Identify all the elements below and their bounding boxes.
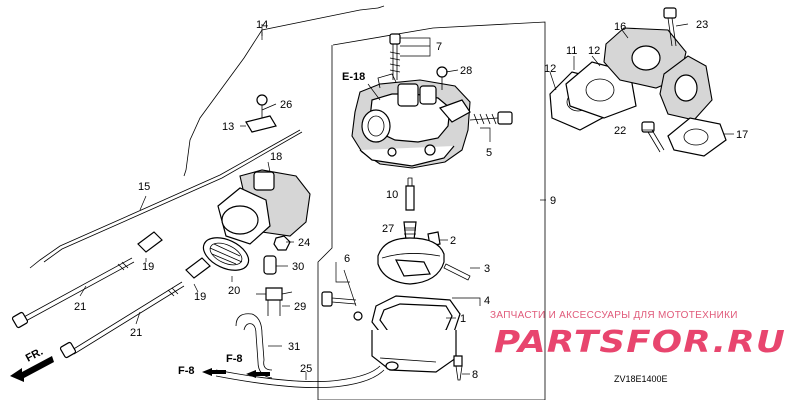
ref-e18: E-18: [342, 71, 365, 83]
callout-9: 9: [550, 195, 556, 207]
callout-numbers: 1 2 3 4 5 6 7 8 9 10 11 12 12 13 14 15 1…: [74, 19, 748, 381]
pilot-screw-7: [389, 33, 401, 80]
air-filter-20: [202, 237, 250, 271]
bolt-21a: [11, 257, 135, 329]
bolt-21b: [59, 281, 185, 359]
callout-11: 11: [566, 45, 577, 57]
main-jet-10: [405, 177, 415, 211]
throttle-stop-screw-5: [469, 111, 513, 125]
callout-31: 31: [288, 341, 300, 353]
callout-12a: 12: [588, 45, 600, 57]
tube-joint-29: [256, 287, 293, 316]
callout-8: 8: [472, 369, 478, 381]
callout-3: 3: [484, 263, 490, 275]
carburetor-body: [351, 73, 471, 169]
callout-16: 16: [614, 21, 626, 33]
watermark-brand: PARTSFOR.RU: [494, 325, 786, 360]
diagram-code: ZV18E1400E: [614, 374, 668, 384]
callout-23: 23: [696, 19, 708, 31]
drain-screw-8: [453, 355, 463, 381]
callout-1: 1: [460, 313, 466, 325]
callout-21a: 21: [74, 301, 86, 313]
collar-19b: [185, 257, 211, 279]
callout-7: 7: [436, 41, 442, 53]
callout-22: 22: [614, 125, 626, 137]
callout-12b: 12: [544, 63, 556, 75]
ref-f8-left: F-8: [226, 353, 243, 365]
callout-19a: 19: [142, 261, 154, 273]
callout-15: 15: [138, 181, 150, 193]
screw-set-6: [321, 291, 363, 321]
collar-30: [263, 255, 277, 275]
callout-30: 30: [292, 261, 304, 273]
callout-28: 28: [460, 65, 472, 77]
bolt-22: [641, 121, 665, 153]
watermark-caption: ЗАПЧАСТИ И АКСЕССУАРЫ ДЛЯ МОТОТЕХНИКИ: [490, 310, 738, 321]
float-chamber-4: [371, 295, 461, 373]
callout-27: 27: [382, 223, 394, 235]
callout-5: 5: [486, 147, 492, 159]
breather-tube-31: [235, 313, 273, 379]
callout-29: 29: [294, 301, 306, 313]
intake-pipe: [659, 55, 713, 121]
carburetor-assembly-outline: [317, 21, 546, 400]
nut-24: [273, 235, 291, 251]
callout-14: 14: [256, 19, 268, 31]
bolt-23: [663, 7, 677, 47]
gasket-17: [667, 117, 727, 157]
air-elbow-18: [217, 169, 311, 245]
cable-bracket-13: [245, 94, 277, 133]
leader-lines: [79, 23, 734, 380]
callout-4: 4: [484, 295, 490, 307]
callout-20: 20: [228, 285, 240, 297]
collar-19a: [137, 231, 163, 253]
callout-25: 25: [300, 363, 312, 375]
fuel-tube-25: [215, 365, 381, 383]
callout-21b: 21: [130, 327, 142, 339]
nozzle-27: [403, 221, 417, 241]
callout-17: 17: [736, 129, 748, 141]
f8-arrow-bottom: [202, 368, 226, 376]
callout-18: 18: [270, 151, 282, 163]
throttle-wire-14: [185, 7, 379, 171]
choke-wire-15: [29, 129, 301, 269]
throttle-wire-14-tip: [183, 5, 385, 177]
f8-arrow-left: [246, 370, 270, 378]
callout-19b: 19: [194, 291, 206, 303]
callout-13: 13: [222, 121, 234, 133]
callout-26: 26: [280, 99, 292, 111]
ref-f8-bottom: F-8: [178, 365, 195, 377]
callout-6: 6: [344, 253, 350, 265]
callout-10: 10: [386, 189, 398, 201]
front-arrow: [10, 356, 54, 382]
float-3: [377, 237, 471, 285]
callout-2: 2: [450, 235, 456, 247]
callout-24: 24: [298, 237, 310, 249]
